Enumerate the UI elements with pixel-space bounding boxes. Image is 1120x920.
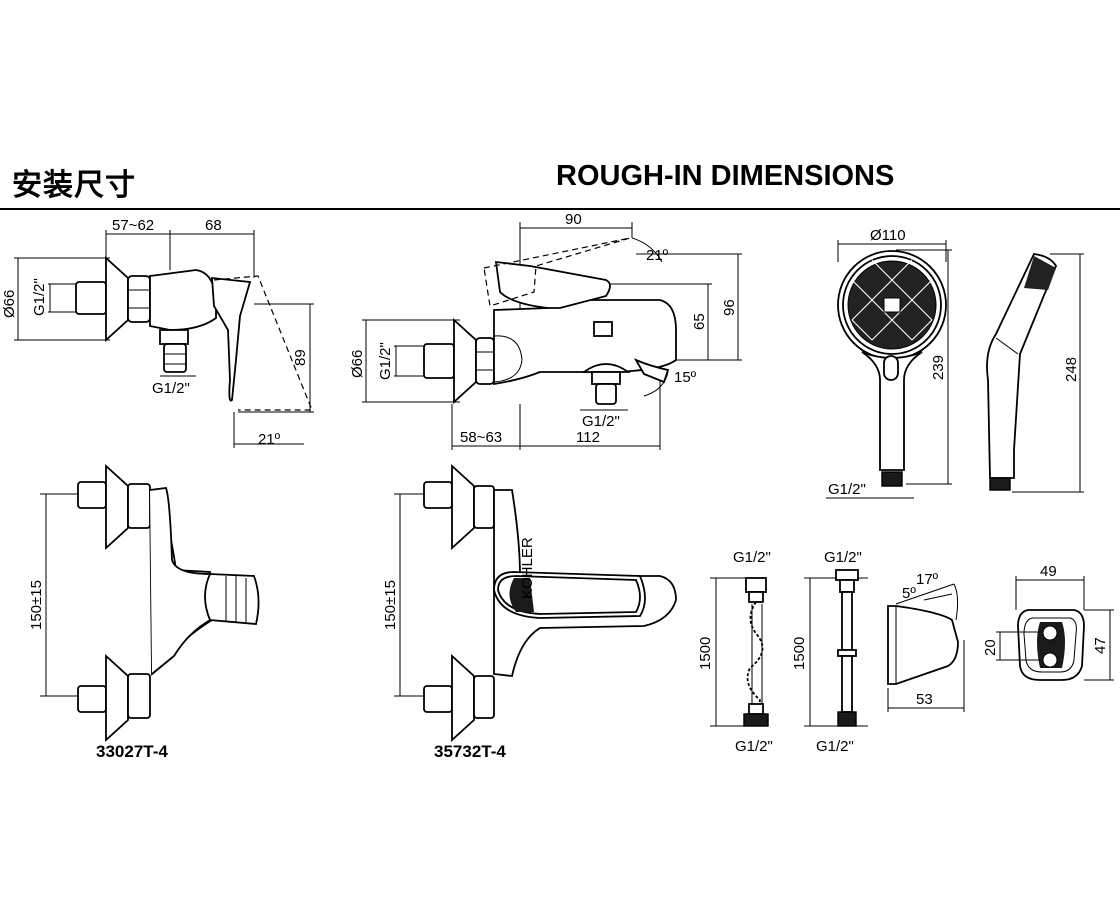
hose2-bottom-g12: G1/2" bbox=[816, 738, 854, 755]
hose-1: G1/2" 1500 G1/2" bbox=[697, 549, 773, 755]
dim-248: 248 bbox=[1063, 357, 1080, 382]
dim-g12-hand-shower: G1/2" bbox=[828, 481, 866, 498]
dim-112: 112 bbox=[576, 429, 600, 446]
holder-front-view: 49 20 47 bbox=[982, 563, 1114, 681]
dim-20: 20 bbox=[982, 639, 999, 656]
dim-90: 90 bbox=[565, 211, 582, 228]
dim-d66: Ø66 bbox=[1, 290, 18, 318]
dim-58-63: 58~63 bbox=[460, 429, 502, 446]
holder-side-view: 17º 5º 53 bbox=[887, 571, 965, 712]
dim-21deg: 21º bbox=[258, 431, 281, 448]
dim-47: 47 bbox=[1092, 637, 1109, 654]
dim-5deg: 5º bbox=[902, 585, 916, 602]
dim-21deg-bath: 21º bbox=[646, 247, 669, 264]
dim-g12-inlet-bath: G1/2" bbox=[377, 342, 394, 380]
shower-valve-side-view: 57~62 68 Ø66 G1/2" G1/2" bbox=[1, 217, 314, 448]
dim-68: 68 bbox=[205, 217, 222, 234]
page-title-cn: 安装尺寸 bbox=[12, 168, 136, 203]
hose1-length: 1500 bbox=[697, 637, 714, 670]
bath-valve-front-view: 150±15 KOHLER 35732T-4 bbox=[382, 463, 677, 761]
hose1-bottom-g12: G1/2" bbox=[735, 738, 773, 755]
dim-17deg: 17º bbox=[916, 571, 939, 588]
dim-d66-bath: Ø66 bbox=[349, 350, 366, 378]
header-divider bbox=[0, 208, 1120, 210]
dim-57-62: 57~62 bbox=[112, 217, 154, 234]
dim-15deg: 15º bbox=[674, 369, 697, 386]
dim-150-shower: 150±15 bbox=[28, 580, 45, 630]
dim-239: 239 bbox=[930, 355, 947, 380]
dim-53: 53 bbox=[916, 691, 933, 708]
dim-150-bath: 150±15 bbox=[382, 580, 399, 630]
dim-g12-outlet: G1/2" bbox=[152, 380, 190, 397]
bath-valve-side-view: 90 21º 96 65 Ø66 G1/2" bbox=[349, 211, 742, 450]
dim-96: 96 bbox=[721, 299, 738, 316]
dim-65: 65 bbox=[691, 313, 708, 330]
model-35732T-4: 35732T-4 bbox=[434, 742, 506, 761]
hose2-top-g12: G1/2" bbox=[824, 549, 862, 566]
hand-shower-side: 248 bbox=[986, 253, 1084, 493]
hose2-length: 1500 bbox=[791, 637, 808, 670]
page-title-en: ROUGH-IN DIMENSIONS bbox=[556, 160, 895, 192]
hose1-top-g12: G1/2" bbox=[733, 549, 771, 566]
dim-g12-inlet: G1/2" bbox=[31, 278, 48, 316]
dim-g12-outlet-bath: G1/2" bbox=[582, 413, 620, 430]
dim-49: 49 bbox=[1040, 563, 1057, 580]
dim-89: 89 bbox=[292, 349, 309, 366]
model-33027T-4: 33027T-4 bbox=[96, 742, 168, 761]
shower-valve-front-view: 150±15 33027T-4 bbox=[28, 463, 260, 761]
hose-2: G1/2" 1500 G1/2" bbox=[791, 549, 868, 755]
dim-d110: Ø110 bbox=[870, 227, 906, 244]
hand-shower-front: Ø110 G1/2" 239 bbox=[826, 227, 952, 499]
brand-label: KOHLER bbox=[519, 537, 536, 599]
